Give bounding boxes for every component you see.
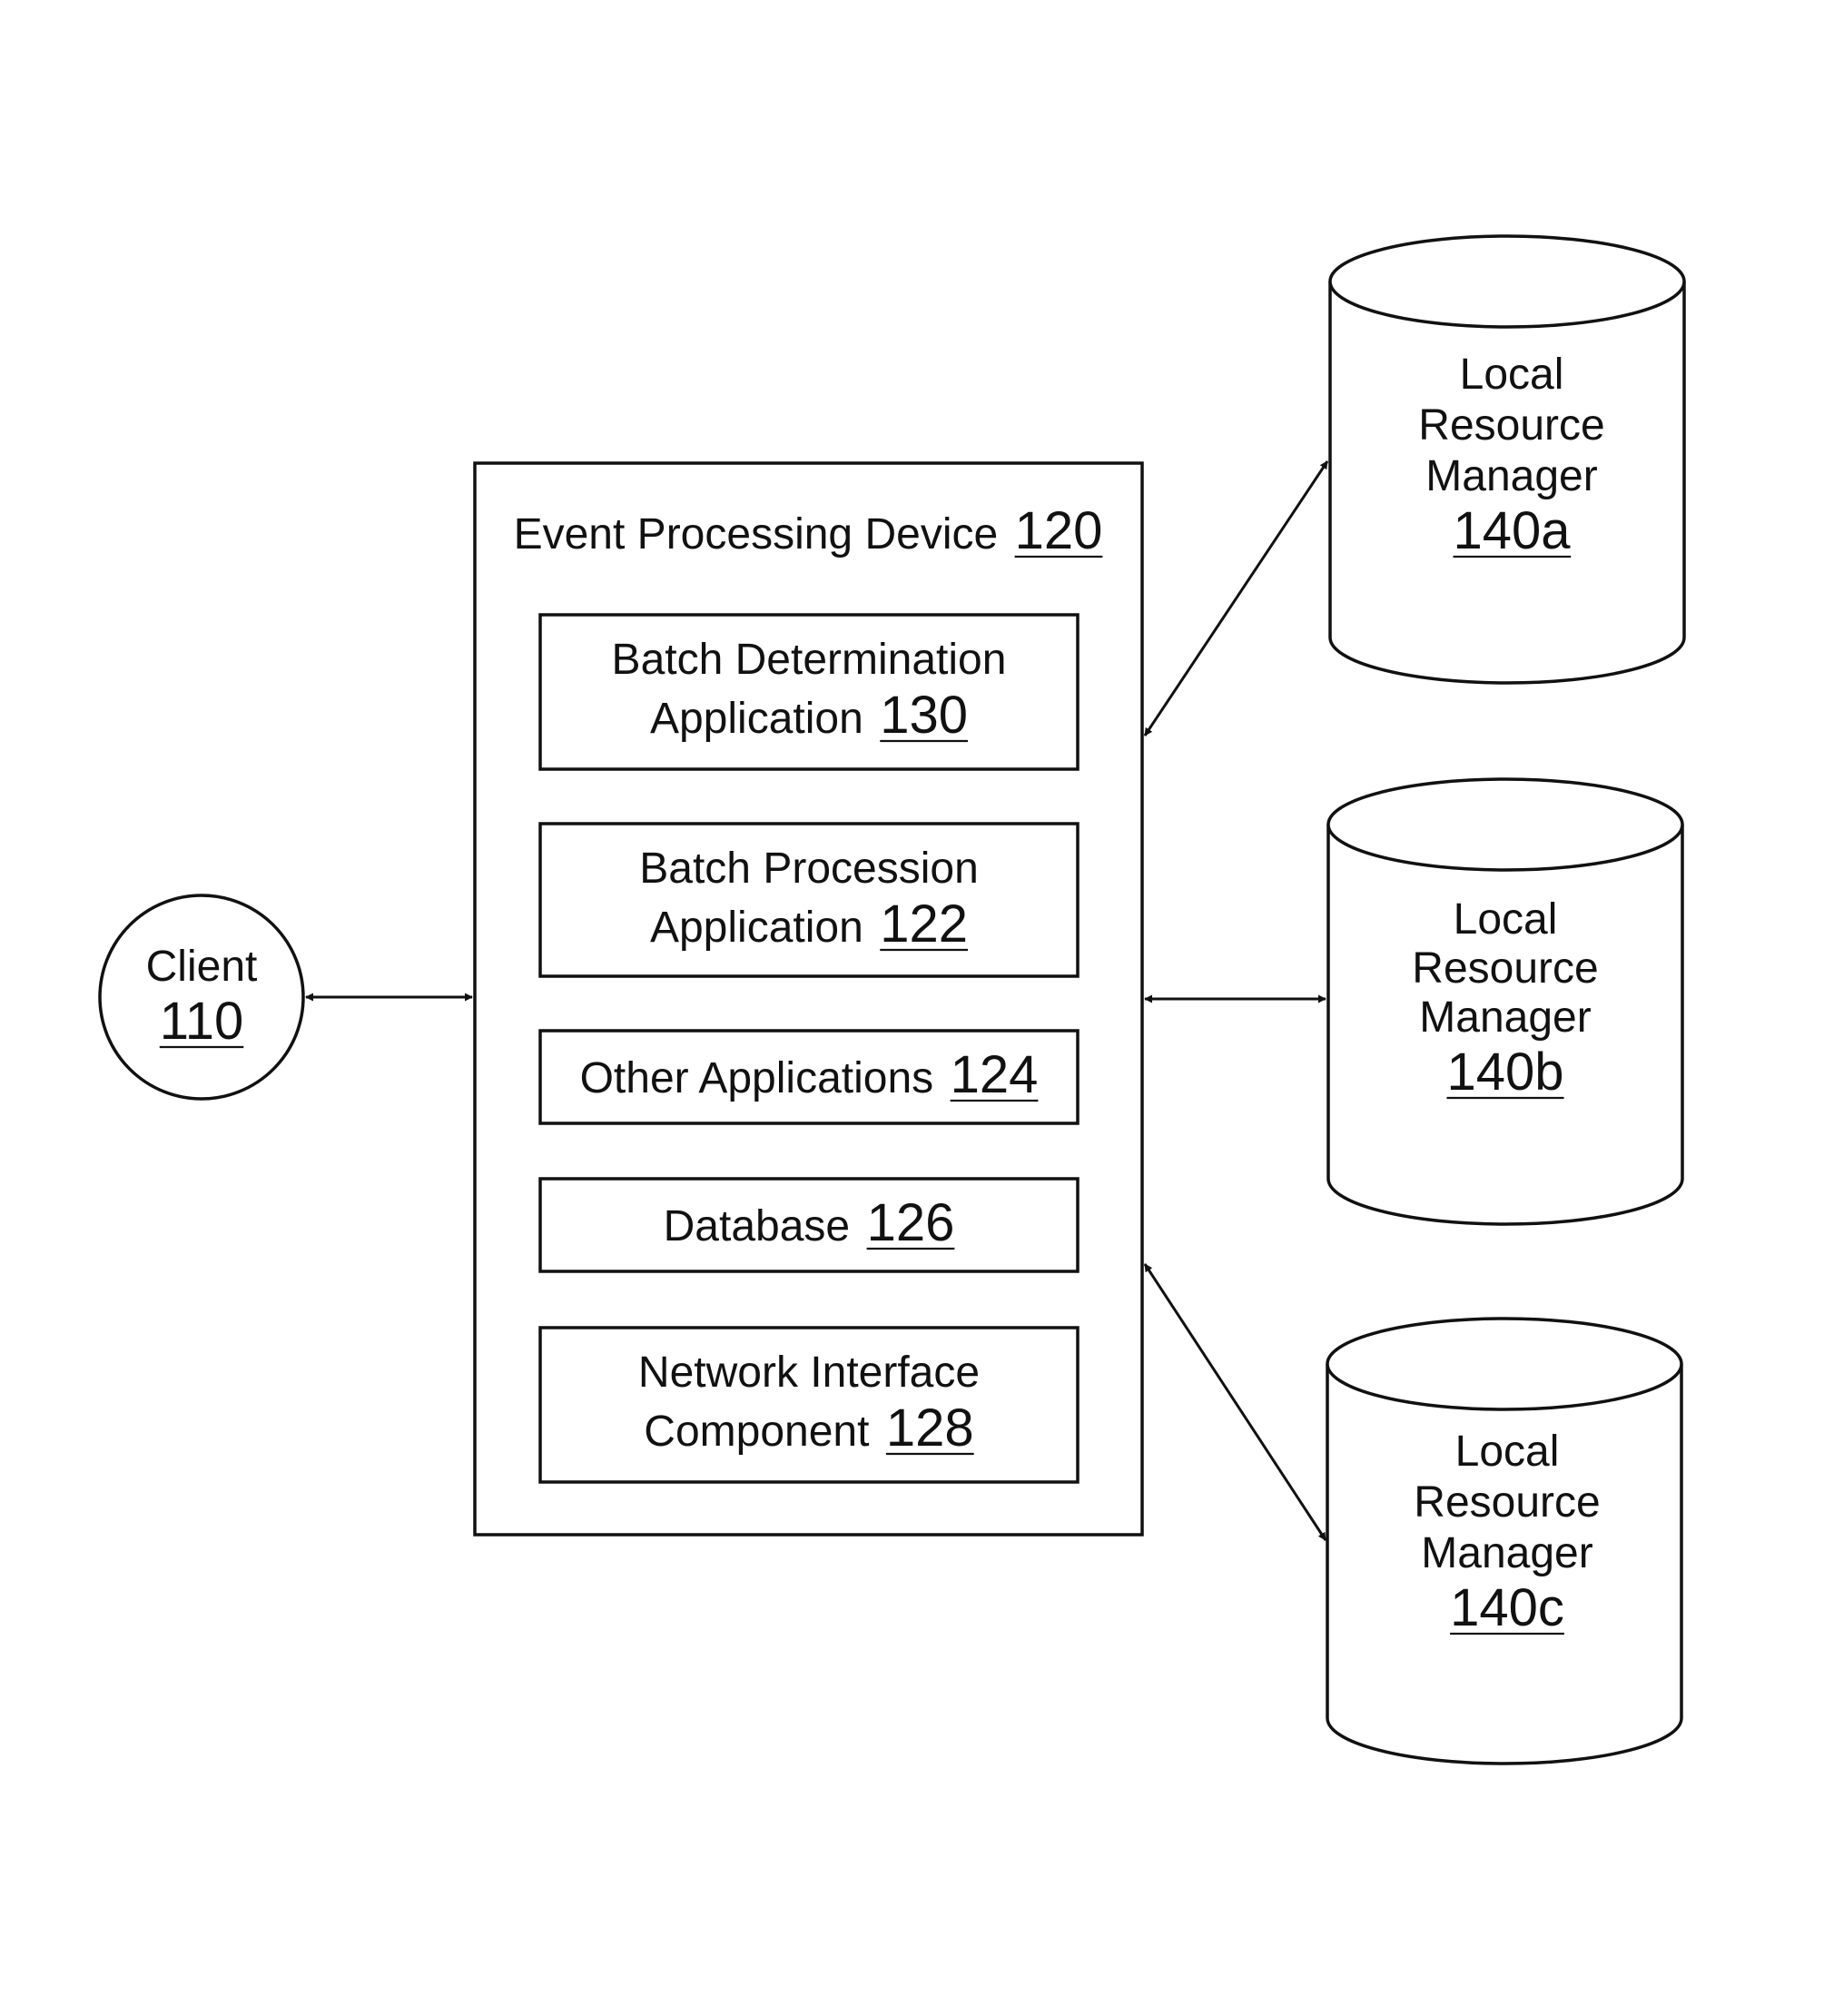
cylinder-top <box>1328 779 1682 870</box>
component-line1: Batch Determination <box>612 636 1007 684</box>
client-number: 110 <box>160 992 243 1051</box>
component-line2: Application <box>650 695 863 743</box>
device-label: Event Processing Device <box>514 510 999 558</box>
component-line2: Application <box>650 904 863 952</box>
component-network-interface: Network Interface Component 128 <box>540 1328 1078 1482</box>
event-processing-device: Event Processing Device 120 Batch Determ… <box>475 463 1142 1535</box>
component-other-applications: Other Applications 124 <box>540 1031 1078 1123</box>
connector-device-140a <box>1145 461 1327 736</box>
device-title: Event Processing Device 120 <box>514 501 1103 560</box>
component-line2-row: Component 128 <box>644 1398 973 1458</box>
component-line1: Batch Procession <box>639 845 979 893</box>
rm-line2: Resource <box>1414 1478 1600 1527</box>
component-number: 128 <box>886 1398 974 1458</box>
cylinder-top <box>1330 236 1684 327</box>
component-number: 124 <box>951 1045 1039 1104</box>
rm-line1: Local <box>1460 351 1564 399</box>
resource-manager-140a: Local Resource Manager 140a <box>1330 236 1684 683</box>
rm-line2: Resource <box>1412 944 1598 993</box>
client-node: Client 110 <box>100 895 303 1099</box>
rm-line2: Resource <box>1418 401 1604 450</box>
component-batch-procession: Batch Procession Application 122 <box>540 824 1078 976</box>
rm-number: 140a <box>1453 501 1571 560</box>
component-line2-row: Other Applications 124 <box>580 1045 1039 1104</box>
component-line2-row: Application 130 <box>650 686 968 745</box>
rm-line1: Local <box>1454 895 1558 944</box>
rm-line3: Manager <box>1425 452 1597 500</box>
rm-number: 140c <box>1450 1578 1564 1637</box>
rm-line1: Local <box>1455 1428 1560 1476</box>
client-label: Client <box>146 943 258 991</box>
cylinder-top <box>1327 1319 1681 1409</box>
component-line2: Database <box>664 1202 850 1250</box>
resource-manager-140b: Local Resource Manager 140b <box>1328 779 1682 1224</box>
rm-line3: Manager <box>1419 993 1591 1042</box>
component-batch-determination: Batch Determination Application 130 <box>540 615 1078 769</box>
component-line2-row: Database 126 <box>664 1193 955 1252</box>
component-line2-row: Application 122 <box>650 894 968 954</box>
component-database: Database 126 <box>540 1179 1078 1271</box>
component-number: 130 <box>880 686 968 745</box>
component-number: 122 <box>880 894 968 954</box>
connector-device-140c <box>1145 1264 1326 1540</box>
resource-manager-140c: Local Resource Manager 140c <box>1327 1319 1681 1764</box>
component-line1: Network Interface <box>638 1349 980 1397</box>
rm-line3: Manager <box>1421 1529 1592 1577</box>
component-number: 126 <box>867 1193 955 1252</box>
rm-number: 140b <box>1446 1043 1563 1102</box>
device-number: 120 <box>1015 501 1103 560</box>
component-line2: Component <box>644 1408 869 1456</box>
component-line2: Other Applications <box>580 1054 934 1102</box>
